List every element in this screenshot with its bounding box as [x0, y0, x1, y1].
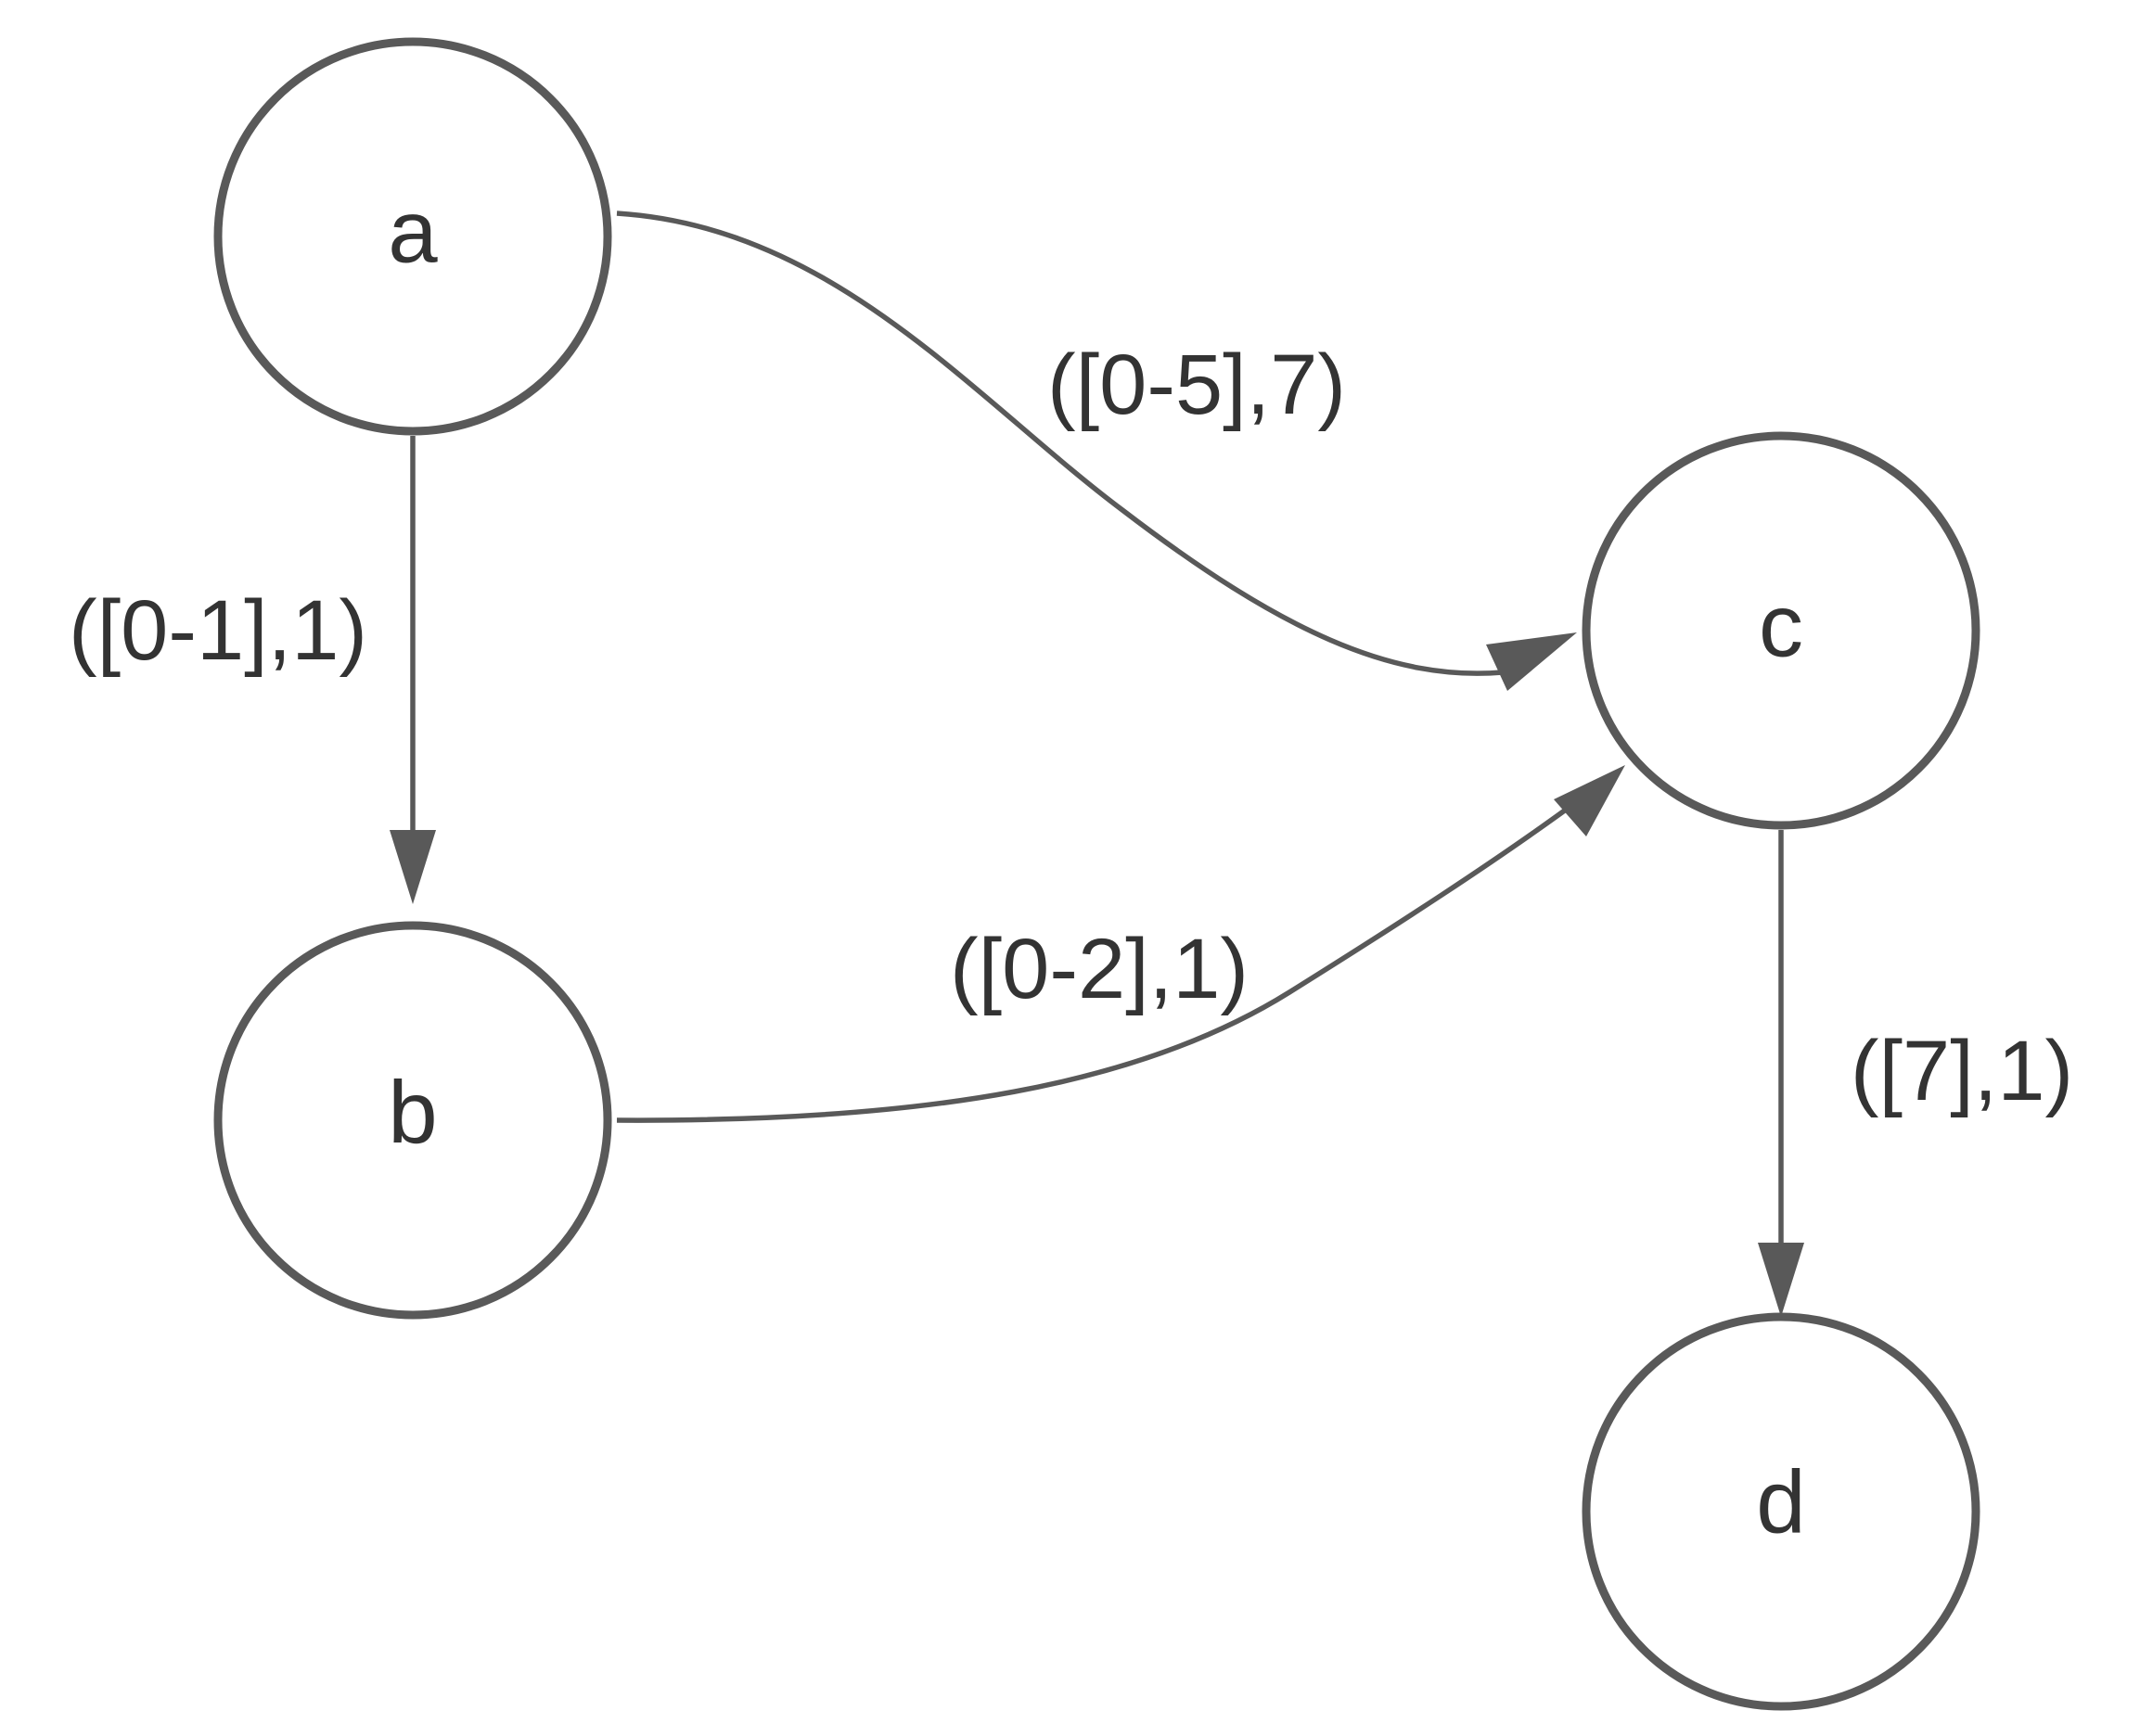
- edge-label-a-c: ([0-5],7): [1047, 338, 1346, 432]
- edge-b-c: [616, 765, 1625, 1123]
- edge-a-c-line: [616, 211, 1504, 676]
- node-d-label: d: [1756, 1453, 1805, 1552]
- edge-a-c: [616, 211, 1577, 691]
- edge-a-b-arrowhead: [390, 830, 436, 904]
- node-c-label: c: [1759, 577, 1803, 676]
- edge-c-d: [1758, 830, 1804, 1317]
- edge-a-c-arrowhead: [1486, 632, 1577, 691]
- edge-b-c-arrowhead: [1554, 765, 1625, 836]
- edge-label-c-d: ([7],1): [1851, 1024, 2073, 1118]
- node-b: b: [213, 921, 612, 1320]
- node-d-circle: [1582, 1312, 1980, 1711]
- edge-a-b: [390, 436, 436, 904]
- edge-b-c-line: [616, 802, 1574, 1123]
- node-b-label: b: [388, 1064, 437, 1163]
- node-c-circle: [1582, 431, 1980, 830]
- node-d: d: [1582, 1312, 1980, 1711]
- edge-label-a-b: ([0-1],1): [69, 583, 367, 678]
- node-b-circle: [213, 921, 612, 1320]
- node-a: a: [213, 37, 612, 436]
- node-c: c: [1582, 431, 1980, 830]
- node-a-label: a: [388, 183, 438, 282]
- edge-c-d-arrowhead: [1758, 1243, 1804, 1317]
- node-a-circle: [213, 37, 612, 436]
- edge-label-b-c: ([0-2],1): [950, 922, 1249, 1016]
